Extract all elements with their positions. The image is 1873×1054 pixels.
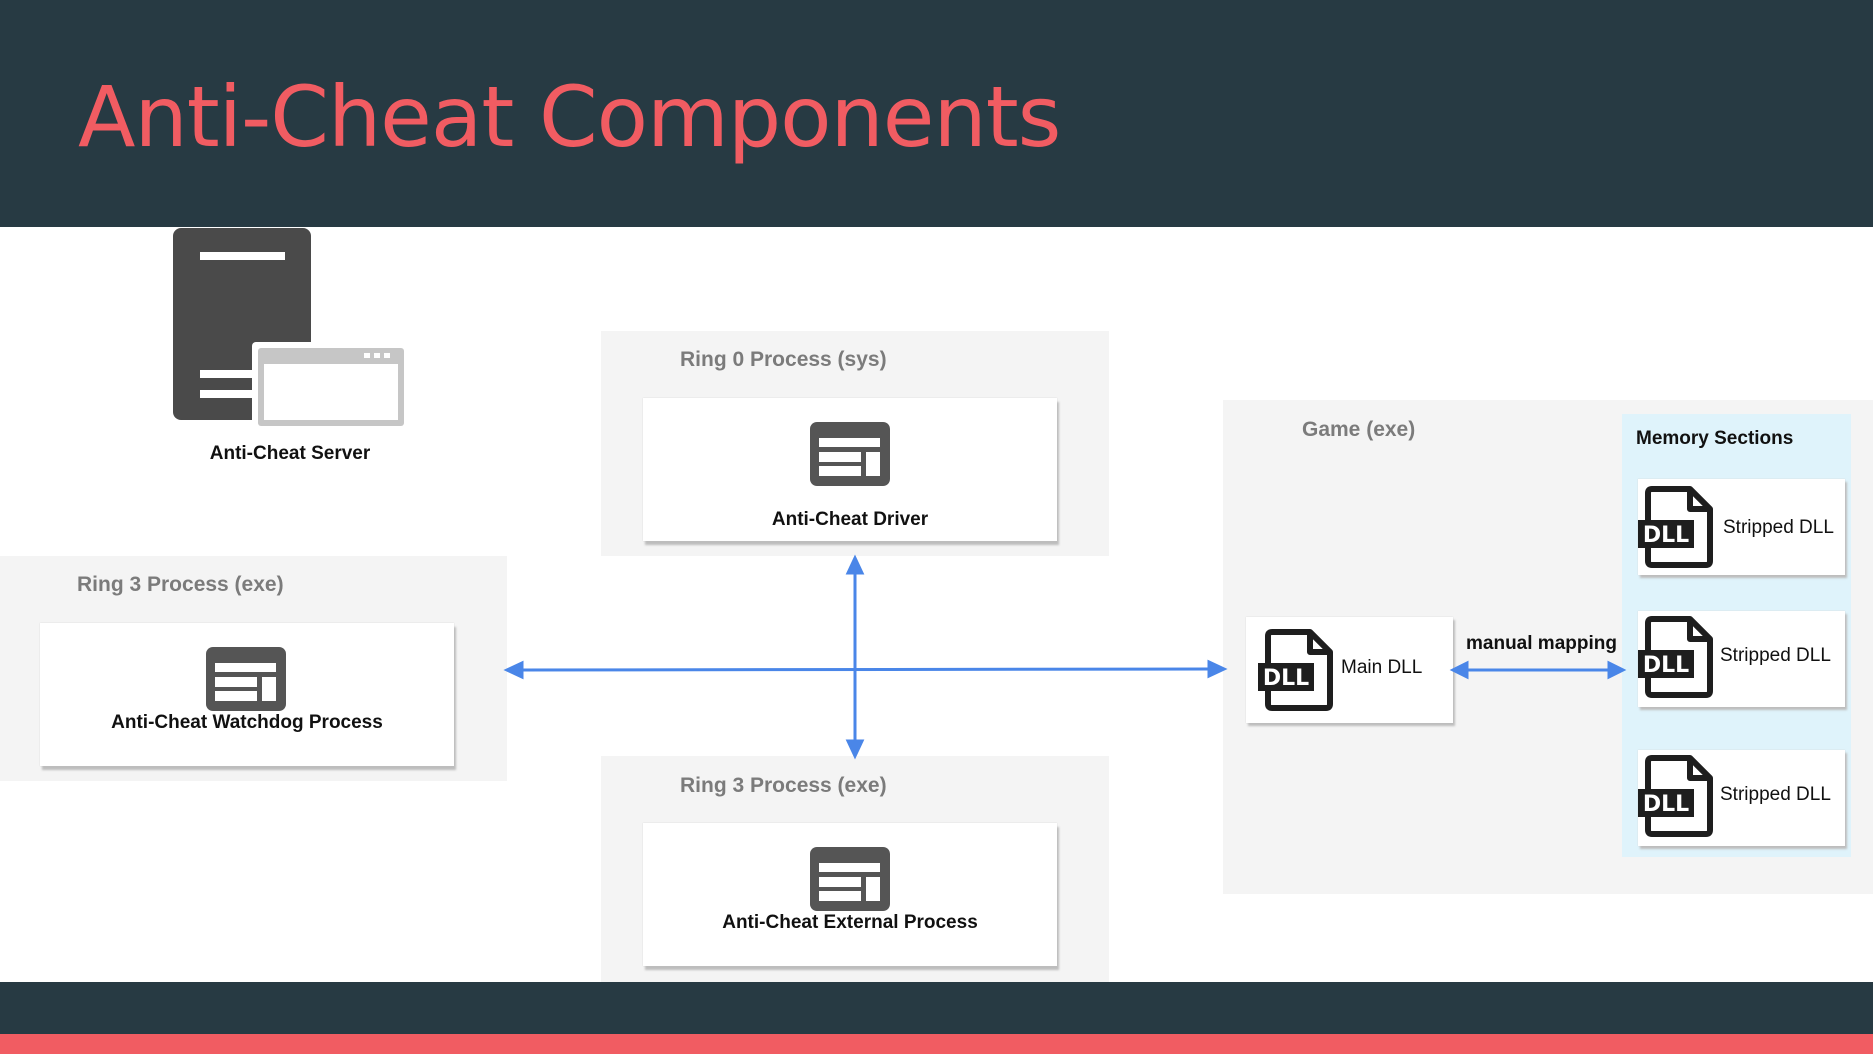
stripped-dll-card[interactable]: DLL Stripped DLL xyxy=(1638,479,1845,575)
slide-header: Anti-Cheat Components xyxy=(0,0,1873,227)
anti-cheat-driver-label: Anti-Cheat Driver xyxy=(771,509,929,530)
svg-text:DLL: DLL xyxy=(1643,653,1689,678)
slide-title: Anti-Cheat Components xyxy=(78,68,1061,166)
window-icon xyxy=(206,647,286,711)
ring0-group-label: Ring 0 Process (sys) xyxy=(680,348,887,371)
window-icon xyxy=(810,422,890,486)
stripped-dll-label: Stripped DLL xyxy=(1723,517,1834,538)
stripped-dll-card[interactable]: DLL Stripped DLL xyxy=(1638,611,1845,707)
window-icon xyxy=(810,847,890,911)
horizontal-connector xyxy=(519,667,1211,672)
main-dll-label: Main DLL xyxy=(1341,657,1423,678)
arrowhead-memory xyxy=(1607,660,1627,680)
stripped-dll-label: Stripped DLL xyxy=(1720,645,1831,666)
slide-footer xyxy=(0,982,1873,1034)
main-dll-card[interactable]: DLL Main DLL xyxy=(1246,617,1453,723)
stripped-dll-label: Stripped DLL xyxy=(1720,784,1831,805)
stripped-dll-card[interactable]: DLL Stripped DLL xyxy=(1638,750,1845,846)
server-monitor-icon xyxy=(173,228,410,432)
arrowhead-left xyxy=(503,660,524,680)
dll-file-icon: DLL xyxy=(1258,629,1333,711)
manual-mapping-label: manual mapping xyxy=(1466,633,1617,654)
dll-file-icon: DLL xyxy=(1638,486,1713,568)
arrowhead-main-dll xyxy=(1449,660,1469,680)
arrowhead-right xyxy=(1207,659,1228,679)
server-label: Anti-Cheat Server xyxy=(209,443,371,464)
game-group-label: Game (exe) xyxy=(1302,418,1416,441)
arrowhead-up xyxy=(845,554,865,575)
anti-cheat-driver-card[interactable]: Anti-Cheat Driver xyxy=(643,398,1057,541)
arrowhead-down xyxy=(845,739,865,760)
svg-text:DLL: DLL xyxy=(1643,792,1689,817)
svg-text:DLL: DLL xyxy=(1263,666,1309,691)
dll-file-icon: DLL xyxy=(1638,616,1713,698)
memory-sections-title: Memory Sections xyxy=(1636,428,1794,449)
ring3-bottom-group-label: Ring 3 Process (exe) xyxy=(680,774,887,797)
ring3-left-group-label: Ring 3 Process (exe) xyxy=(77,573,284,596)
svg-text:DLL: DLL xyxy=(1643,523,1689,548)
footer-accent-bar xyxy=(0,1034,1873,1054)
anti-cheat-watchdog-label: Anti-Cheat Watchdog Process xyxy=(111,712,383,733)
dll-file-icon: DLL xyxy=(1638,755,1713,837)
anti-cheat-watchdog-card[interactable]: Anti-Cheat Watchdog Process xyxy=(40,623,454,766)
anti-cheat-external-card[interactable]: Anti-Cheat External Process xyxy=(643,823,1057,966)
anti-cheat-external-label: Anti-Cheat External Process xyxy=(722,912,978,933)
